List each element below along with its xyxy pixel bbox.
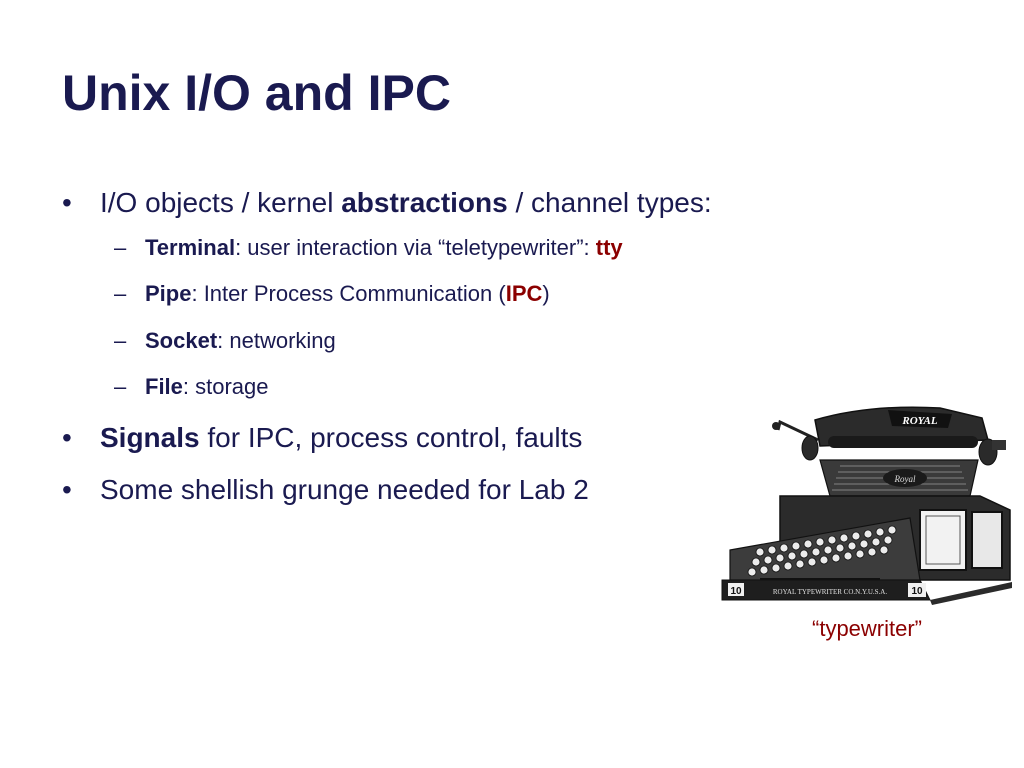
svg-text:Royal: Royal [894, 474, 916, 484]
sub-bullet-marker: – [114, 281, 127, 307]
typewriter-image: ROYAL Royal 10 ROYAL TYPEWRITER CO.N.Y.U… [721, 406, 1012, 605]
bullet-marker: • [62, 187, 72, 218]
sub-bullet-highlight: IPC [505, 281, 543, 307]
sub-bullet-term: Socket [145, 327, 218, 353]
sub-bullet-term: Pipe [145, 281, 192, 307]
sub-bullet-file: –File: storage [62, 374, 762, 400]
sub-bullet-text: : Inter Process Communication ( [191, 281, 506, 307]
slide-title: Unix I/O and IPC [62, 65, 451, 121]
sub-bullet-terminal: –Terminal: user interaction via “teletyp… [62, 235, 762, 261]
bullet-item: • Some shellish grunge needed for Lab 2 [62, 473, 762, 506]
sub-bullet-marker: – [114, 327, 127, 353]
bullet-text: for IPC, process control, faults [199, 421, 583, 453]
typewriter-model-right: 10 [911, 586, 923, 597]
bullet-item: • Signals for IPC, process control, fault… [62, 421, 762, 454]
bullet-bold: Signals [100, 421, 200, 453]
bullet-item: • I/O objects / kernel abstractions / cha… [62, 186, 762, 219]
sub-bullet-pipe: –Pipe: Inter Process Communication (IPC) [62, 281, 762, 307]
sub-bullet-marker: – [114, 235, 127, 261]
bullet-text: Some shellish grunge needed for Lab 2 [100, 473, 589, 505]
sub-bullet-term: File [145, 374, 183, 400]
bullet-bold: abstractions [341, 187, 508, 218]
bullet-list: • I/O objects / kernel abstractions / cha… [62, 186, 762, 506]
typewriter-model-left: 10 [730, 586, 742, 597]
bullet-text: / channel types: [507, 187, 712, 218]
sub-bullet-highlight: tty [595, 235, 623, 261]
bullet-marker: • [62, 421, 72, 453]
typewriter-base-text: ROYAL TYPEWRITER CO.N.Y.U.S.A. [773, 588, 887, 596]
sub-bullet-term: Terminal [145, 235, 236, 261]
bullet-marker: • [62, 473, 72, 505]
sub-bullet-text: ) [542, 281, 550, 307]
sub-bullet-marker: – [114, 374, 127, 400]
typewriter-brand-text: ROYAL [901, 415, 938, 427]
sub-bullet-text: : networking [217, 327, 336, 353]
bullet-text: I/O objects / kernel [100, 187, 342, 218]
sub-bullet-socket: –Socket: networking [62, 328, 762, 354]
sub-bullet-text: : storage [182, 374, 269, 400]
sub-bullet-text: : user interaction via “teletypewriter”: [235, 235, 596, 261]
image-caption: “typewriter” [812, 616, 923, 641]
